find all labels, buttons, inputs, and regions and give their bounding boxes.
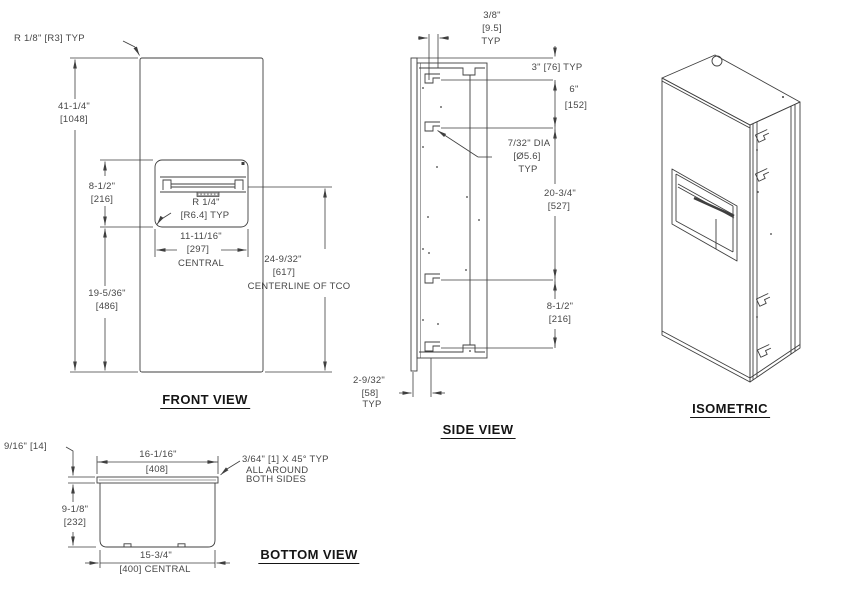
front-view-label: FRONT VIEW bbox=[160, 392, 250, 409]
bottom-view-label: BOTTOM VIEW bbox=[258, 547, 360, 564]
bottom-chamfer-note-line3: BOTH SIDES bbox=[246, 474, 307, 485]
iso-towel-opening bbox=[671, 168, 738, 262]
front-opening-width-inches: 11-11/16" bbox=[180, 231, 222, 242]
side-lower-bracket-spacing-mm: [216] bbox=[548, 314, 572, 325]
side-depth-offset-inches: 2-9/32" bbox=[352, 375, 386, 386]
side-flange-offset-inches: 3/8" bbox=[483, 10, 501, 21]
side-hole-diameter-note: TYP bbox=[518, 164, 538, 175]
front-opening-radius-mm: [R6.4] TYP bbox=[180, 210, 230, 221]
isometric-view-label: ISOMETRIC bbox=[690, 401, 770, 418]
weld-dots bbox=[422, 87, 480, 352]
bottom-depth-mm: [232] bbox=[63, 517, 87, 528]
side-lower-bracket-spacing-inches: 8-1/2" bbox=[546, 301, 574, 312]
iso-top-hole bbox=[711, 55, 723, 67]
front-overall-height-inches: 41-1/4" bbox=[57, 101, 91, 112]
front-tco-centerline-inches: 24-9/32" bbox=[264, 254, 302, 265]
front-opening-width-mm: [297] bbox=[186, 244, 210, 255]
bottom-inner-width-mm: [400] CENTRAL bbox=[119, 564, 191, 575]
bottom-tray-body bbox=[99, 483, 216, 548]
front-opening-width-note: CENTRAL bbox=[177, 258, 225, 269]
front-tco-centerline-note: CENTERLINE OF TCO bbox=[247, 281, 351, 292]
mounting-clips bbox=[424, 73, 440, 352]
side-dimension-lines bbox=[399, 34, 557, 397]
side-depth-offset-mm: [58] bbox=[361, 388, 379, 399]
side-hole-diameter-inches: 7/32" DIA bbox=[507, 138, 551, 149]
bottom-depth-inches: 9-1/8" bbox=[61, 504, 89, 515]
front-opening-radius-inches: R 1/4" bbox=[192, 197, 220, 208]
side-hole-spacing-inches: 6" bbox=[569, 84, 579, 95]
front-opening-height-mm: [216] bbox=[90, 194, 114, 205]
front-overall-height-mm: [1048] bbox=[60, 114, 88, 125]
side-body bbox=[416, 62, 488, 359]
bottom-dimension-lines bbox=[65, 446, 241, 568]
iso-mounting-clips bbox=[754, 129, 772, 358]
side-bracket-spacing-mm: [527] bbox=[547, 201, 571, 212]
side-top-offset-dim: 3" [76] TYP bbox=[531, 62, 583, 73]
front-corner-radius-note: R 1/8" [R3] TYP bbox=[14, 33, 85, 44]
side-hole-diameter-mm: [Ø5.6] bbox=[513, 151, 541, 162]
bottom-chamfer-note-line2: ALL AROUND bbox=[246, 465, 309, 476]
isometric-linework bbox=[661, 54, 801, 383]
side-view-label: SIDE VIEW bbox=[440, 422, 516, 439]
bottom-outer-width-mm: [408] bbox=[145, 464, 169, 475]
dispenser-slot bbox=[160, 162, 246, 197]
side-hole-spacing-mm: [152] bbox=[564, 100, 588, 111]
bottom-lip-dim: 9/16" [14] bbox=[4, 441, 47, 452]
bottom-inner-width-inches: 15-3/4" bbox=[139, 550, 173, 561]
front-tco-centerline-mm: [617] bbox=[272, 267, 296, 278]
front-lower-height-inches: 19-5/36" bbox=[88, 288, 126, 299]
bottom-view-linework bbox=[65, 446, 241, 568]
side-view-linework bbox=[399, 34, 557, 397]
bottom-chamfer-note-line1: 3/64" [1] X 45° TYP bbox=[242, 454, 329, 465]
front-towel-opening bbox=[154, 159, 249, 228]
front-lower-height-mm: [486] bbox=[95, 301, 119, 312]
side-flange-offset-mm: [9.5] bbox=[482, 23, 502, 34]
side-depth-offset-note: TYP bbox=[362, 399, 382, 410]
bottom-outer-width-inches: 16-1/16" bbox=[139, 449, 177, 460]
side-flange bbox=[410, 57, 418, 372]
iso-side-face bbox=[749, 101, 801, 383]
front-opening-height-inches: 8-1/2" bbox=[88, 181, 116, 192]
front-panel-outline bbox=[139, 57, 264, 373]
side-flange-offset-note: TYP bbox=[481, 36, 501, 47]
bottom-flange-plate bbox=[96, 476, 219, 484]
side-bracket-spacing-inches: 20-3/4" bbox=[543, 188, 577, 199]
front-dimension-lines bbox=[70, 40, 332, 373]
front-view-linework bbox=[70, 40, 332, 373]
